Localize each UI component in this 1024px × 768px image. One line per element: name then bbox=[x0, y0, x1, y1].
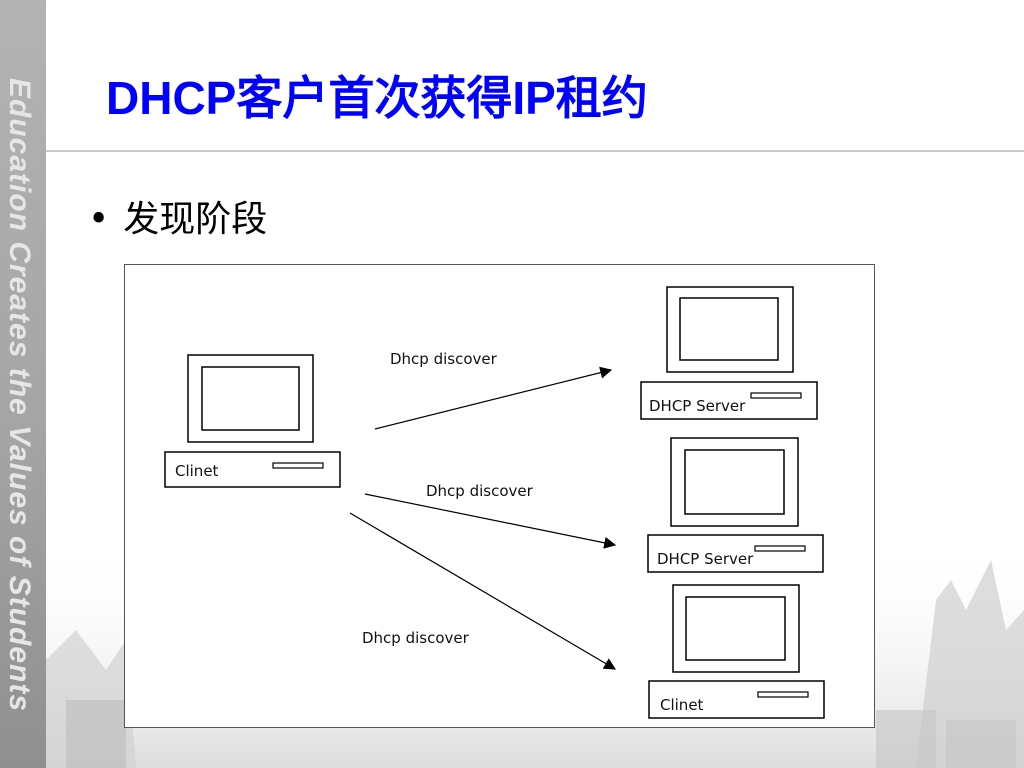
client-computer-2: Clinet bbox=[648, 584, 825, 719]
side-bar: Education Creates the Values of Students bbox=[0, 0, 46, 768]
client-2-label: Clinet bbox=[660, 696, 704, 714]
dhcp-server-computer-1: DHCP Server bbox=[640, 286, 818, 420]
server-2-label: DHCP Server bbox=[657, 550, 754, 568]
bullet-dot: • bbox=[88, 199, 110, 240]
title-divider bbox=[46, 150, 1024, 152]
arrow-to-client-2 bbox=[349, 512, 617, 670]
message-label-1: Dhcp discover bbox=[390, 350, 498, 368]
message-label-3: Dhcp discover bbox=[362, 629, 470, 647]
message-label-2: Dhcp discover bbox=[426, 482, 534, 500]
client-computer: Clinet bbox=[164, 354, 341, 488]
dhcp-server-computer-2: DHCP Server bbox=[647, 437, 824, 573]
arrow-to-server-1 bbox=[374, 366, 613, 430]
dhcp-discover-diagram: Clinet DHCP Server DHCP Server Clinet bbox=[124, 264, 875, 728]
side-tagline: Education Creates the Values of Students bbox=[3, 78, 36, 713]
bullet-item: • 发现阶段 bbox=[88, 190, 267, 242]
slide-title: DHCP客户首次获得IP租约 bbox=[106, 72, 648, 124]
client-label: Clinet bbox=[175, 462, 219, 480]
arrow-to-server-2 bbox=[364, 493, 617, 549]
bullet-text: 发现阶段 bbox=[123, 199, 268, 240]
server-1-label: DHCP Server bbox=[649, 397, 746, 415]
